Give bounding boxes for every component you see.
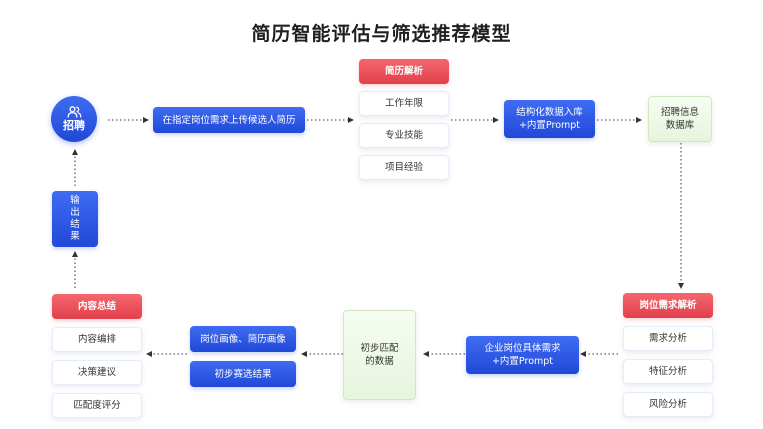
initial-match-node[interactable]: 初步匹配 的数据 [343,310,416,400]
recruit-database-line2: 数据库 [665,120,695,131]
job-parse-item-label: 风险分析 [648,399,687,410]
resume-parse-item[interactable]: 工作年限 [359,91,449,116]
initial-match-line1: 初步匹配 [360,343,399,354]
initial-screen-result-label: 初步赛选结果 [214,368,272,380]
structured-storage-node[interactable]: 结构化数据入库 +内置Prompt [504,100,595,138]
content-summary-header[interactable]: 内容总结 [52,294,142,319]
content-summary-item-label: 决策建议 [77,367,116,378]
structured-storage-line1: 结构化数据入库 [516,107,583,118]
upload-resume-node[interactable]: 在指定岗位需求上传候选人简历 [153,107,305,133]
resume-parse-header-label: 简历解析 [384,66,423,77]
job-parse-header[interactable]: 岗位需求解析 [623,293,713,318]
resume-parse-item-label: 专业技能 [384,130,423,141]
upload-resume-label: 在指定岗位需求上传候选人简历 [162,114,296,126]
initial-screen-result-node[interactable]: 初步赛选结果 [190,361,296,387]
content-summary-header-label: 内容总结 [77,301,116,312]
resume-parse-item-label: 工作年限 [384,98,423,109]
job-parse-item[interactable]: 特征分析 [623,359,713,384]
profiles-node[interactable]: 岗位画像、简历画像 [190,326,296,352]
output-result-node[interactable]: 输 出 结 果 [52,191,98,247]
resume-parse-header[interactable]: 简历解析 [359,59,449,84]
recruit-database-line1: 招聘信息 [660,107,699,118]
content-summary-item[interactable]: 决策建议 [52,360,142,385]
enterprise-requirement-line2: +内置Prompt [491,356,554,367]
job-parse-item-label: 需求分析 [648,333,687,344]
page-title: 简历智能评估与筛选推荐模型 [251,23,512,45]
structured-storage-line2: +内置Prompt [518,120,581,131]
content-summary-item-label: 匹配度评分 [73,400,121,411]
job-parse-item[interactable]: 需求分析 [623,326,713,351]
output-result-char: 输 [70,195,80,206]
recruit-database-node[interactable]: 招聘信息 数据库 [648,96,712,142]
recruit-label: 招聘 [63,119,85,132]
resume-parse-item-label: 项目经验 [384,162,423,173]
output-result-char: 结 [70,219,80,230]
recruit-node[interactable]: 招聘 [51,96,97,142]
job-parse-item[interactable]: 风险分析 [623,392,713,417]
output-result-char: 出 [70,207,80,218]
enterprise-requirement-node[interactable]: 企业岗位具体需求 +内置Prompt [466,336,579,374]
profiles-label: 岗位画像、简历画像 [200,333,286,345]
users-icon [67,106,81,118]
initial-match-line2: 的数据 [365,356,394,367]
resume-parse-item[interactable]: 项目经验 [359,155,449,180]
content-summary-item-label: 内容编排 [77,334,116,345]
job-parse-header-label: 岗位需求解析 [639,300,697,311]
content-summary-item[interactable]: 内容编排 [52,327,142,352]
content-summary-item[interactable]: 匹配度评分 [52,393,142,418]
job-parse-item-label: 特征分析 [648,366,687,377]
enterprise-requirement-line1: 企业岗位具体需求 [484,343,561,354]
output-result-char: 果 [70,231,80,242]
resume-parse-item[interactable]: 专业技能 [359,123,449,148]
